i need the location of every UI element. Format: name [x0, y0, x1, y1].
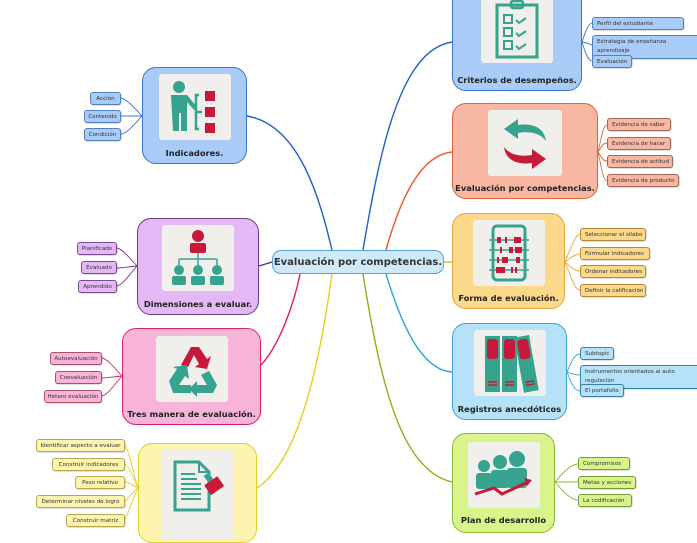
subtopic[interactable]: Construir matriz — [66, 514, 125, 527]
subtopic[interactable]: Ordenar indicadores — [580, 265, 646, 278]
central-topic[interactable]: Evaluación por competencias. — [272, 250, 444, 274]
subtopic[interactable]: Perfil del estudiante — [592, 17, 684, 30]
subtopic[interactable]: Acción — [90, 92, 121, 105]
fan-forma — [564, 233, 581, 291]
topic-label: Forma de evaluación. — [458, 293, 559, 303]
topic-rubrica[interactable] — [138, 443, 257, 543]
subtopic[interactable]: Condición — [84, 128, 121, 141]
connector-lines — [101, 22, 608, 520]
subtopic[interactable]: Definir la calificación — [580, 284, 646, 297]
subtopic[interactable]: Evidencia de actitud — [607, 155, 673, 168]
topic-label: Indicadores. — [165, 148, 224, 158]
clipboard-checklist-icon — [481, 0, 553, 63]
subtopic[interactable]: Construir indicadores — [52, 458, 125, 471]
fan-tres — [101, 357, 123, 397]
abacus-icon — [472, 220, 545, 286]
topic-label: Dimensiones a evaluar. — [143, 299, 253, 309]
subtopic[interactable]: Contenido — [84, 110, 121, 123]
topic-evaluacion[interactable]: Evaluación por competencias. — [452, 103, 598, 199]
subtopic[interactable]: Evidencia de producto — [607, 174, 679, 187]
link-rubrica — [256, 273, 333, 489]
sync-arrows-icon — [488, 110, 562, 176]
link-indicadores — [246, 115, 333, 251]
topic-criterios[interactable]: Criterios de desempeños. — [452, 0, 582, 91]
topic-label: Evaluación por competencias. — [455, 183, 595, 193]
central-topic-label: Evaluación por competencias. — [273, 256, 443, 268]
subtopic[interactable]: Coevaluación — [55, 371, 102, 384]
binders-icon — [473, 330, 546, 396]
topic-indicadores[interactable]: Indicadores. — [142, 67, 247, 164]
fan-criterios — [581, 22, 593, 62]
topic-forma[interactable]: Forma de evaluación. — [452, 213, 565, 309]
subtopic[interactable]: Subtopic — [580, 347, 614, 360]
fan-registros — [566, 353, 581, 392]
topic-dimensiones[interactable]: Dimensiones a evaluar. — [137, 218, 259, 315]
fan-rubrica — [124, 445, 139, 520]
topic-label: Tres manera de evaluación. — [127, 409, 256, 419]
recycle-icon — [155, 336, 228, 402]
subtopic[interactable]: Identificar aspecto a evaluar — [36, 439, 125, 452]
subtopic[interactable]: La codificación — [578, 494, 632, 507]
topic-label: Registros anecdóticos — [457, 404, 562, 414]
link-evaluacion — [385, 151, 453, 251]
link-criterios — [362, 41, 453, 251]
link-dimensiones — [258, 261, 273, 267]
fan-evaluacion — [597, 124, 608, 182]
subtopic[interactable]: Formular indicadores — [580, 247, 650, 260]
subtopic[interactable]: Peso relativo — [75, 476, 125, 489]
subtopic[interactable]: El portafolio — [580, 384, 624, 397]
fan-dimensiones — [116, 247, 138, 287]
fan-indicadores — [120, 97, 143, 135]
topic-registros[interactable]: Registros anecdóticos — [452, 323, 567, 420]
subtopic[interactable]: Aprendido — [78, 280, 117, 293]
subtopic[interactable]: Autoevaluación — [50, 352, 102, 365]
link-plan — [362, 273, 453, 483]
org-chart-icon — [162, 225, 234, 291]
subtopic[interactable]: Compromisos — [578, 457, 630, 470]
subtopic[interactable]: Evidencia de saber — [607, 118, 671, 131]
presenter-icon — [158, 74, 231, 140]
topic-label: Plan de desarrollo — [460, 515, 547, 525]
subtopic[interactable]: Hetero evaluación — [44, 390, 102, 403]
topic-plan[interactable]: Plan de desarrollo — [452, 433, 555, 533]
subtopic[interactable]: Determinar niveles de logro — [36, 495, 125, 508]
subtopic[interactable]: Seleccionar el silabo — [580, 228, 646, 241]
subtopic[interactable]: Evaluación — [592, 55, 632, 68]
subtopic[interactable]: Metas y acciones — [578, 476, 636, 489]
subtopic[interactable]: Planificado — [77, 242, 117, 255]
subtopic[interactable]: Evaluado — [81, 261, 117, 274]
topic-label: Criterios de desempeños. — [457, 75, 577, 85]
fan-plan — [554, 463, 579, 501]
team-growth-icon — [467, 442, 540, 508]
topic-tres[interactable]: Tres manera de evaluación. — [122, 328, 261, 425]
link-registros — [385, 273, 453, 373]
link-tres — [260, 273, 301, 366]
subtopic[interactable]: Evidencia de hacer — [607, 137, 671, 150]
document-stamp-icon — [161, 450, 234, 540]
